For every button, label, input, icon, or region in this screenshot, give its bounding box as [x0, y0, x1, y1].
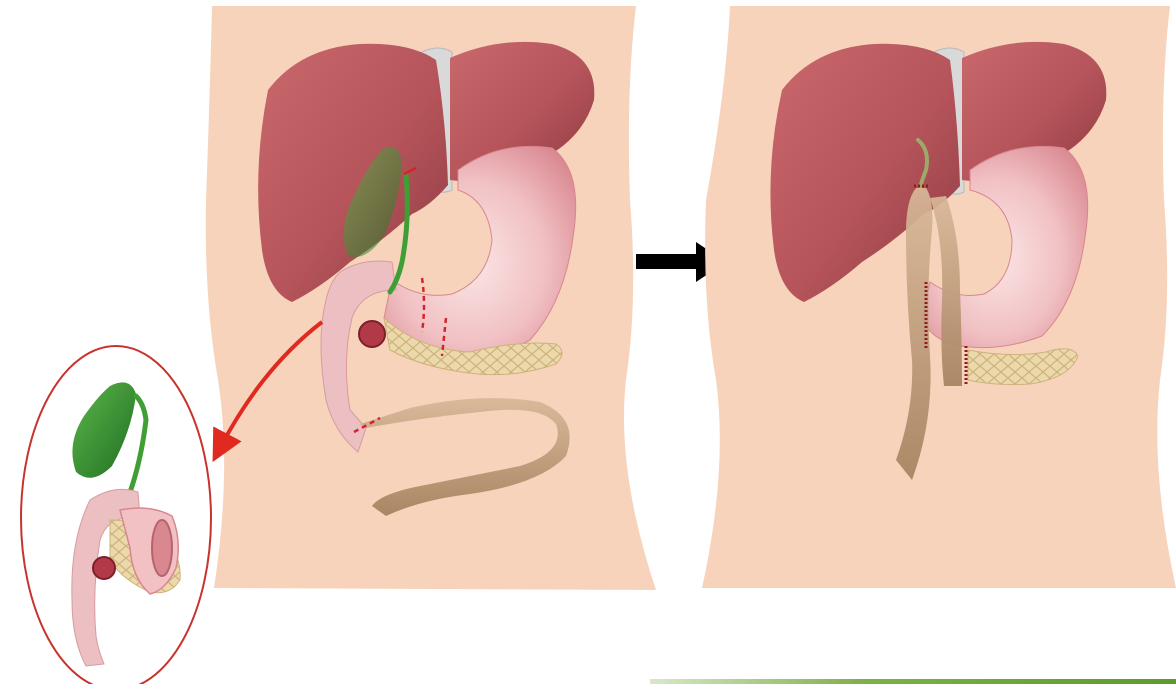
inset-resected-specimen — [21, 346, 211, 684]
panel-after — [702, 6, 1176, 588]
pancreatic-head-tumor — [359, 321, 385, 347]
inset-tumor — [93, 557, 115, 579]
bottom-accent-bar — [650, 679, 1176, 684]
panel-before — [206, 6, 656, 590]
inset-stomach-opening — [152, 520, 172, 576]
